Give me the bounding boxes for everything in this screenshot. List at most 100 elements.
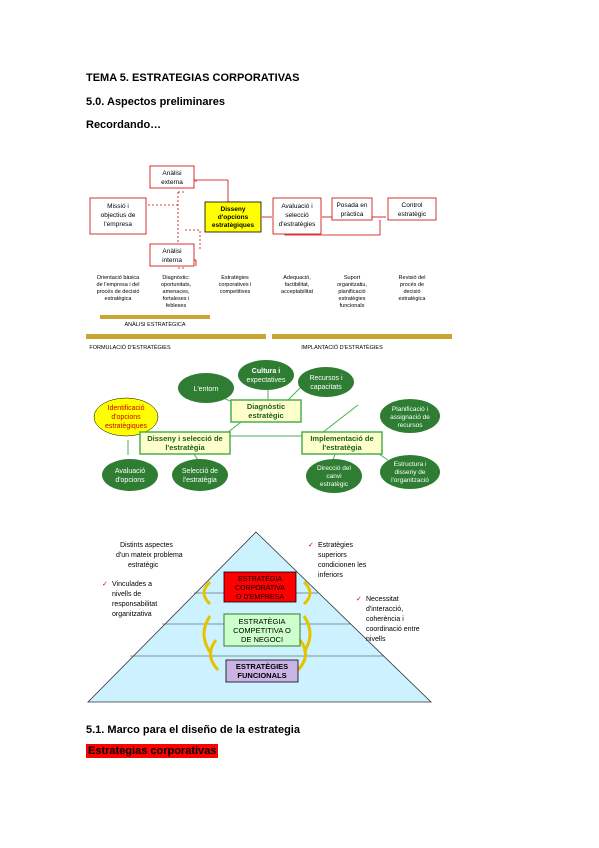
svg-text:inferiors: inferiors (318, 572, 343, 579)
section-heading-5-0: 5.0. Aspectos preliminares (86, 96, 225, 108)
svg-text:Estructura i: Estructura i (394, 461, 427, 468)
level-funcionals: ESTRATÈGIES FUNCIONALS (225, 659, 299, 683)
bar-analisi: ANÀLISI ESTRATÈGICA (100, 315, 210, 328)
note-vinculades: ✓ Vinculades a nivells de responsabilita… (102, 581, 157, 618)
box-avaluacio: Avaluació i selecció d'estratègies (272, 197, 322, 235)
svg-text:amenaces,: amenaces, (163, 289, 190, 295)
pos-line-1: Posada en (336, 202, 367, 209)
svg-text:assignació de: assignació de (390, 414, 430, 421)
svg-text:condicionen les: condicionen les (318, 562, 367, 569)
svg-text:L'entorn: L'entorn (193, 386, 218, 393)
svg-text:d'un mateix problema: d'un mateix problema (116, 552, 183, 559)
svg-text:procés de decisió: procés de decisió (97, 289, 140, 295)
check-icon: ✓ (356, 596, 362, 603)
oval-planificacio: Planificació i assignació de recursos (380, 399, 440, 433)
box-analisi-externa: Anàlisi externa (149, 165, 195, 189)
ext-line-2: externa (161, 179, 183, 186)
box-disseny-opcions: Disseny d'opcions estratègiques (204, 201, 262, 233)
svg-text:Diagnòstic:: Diagnòstic: (162, 275, 190, 281)
svg-text:estratègiques: estratègiques (105, 423, 148, 430)
svg-text:Suport: Suport (344, 275, 361, 281)
svg-text:Identificació: Identificació (108, 405, 145, 412)
strategy-pyramid-diagram: ESTRATÈGIA CORPORATIVA O D'EMPRESA ESTRA… (87, 531, 432, 703)
svg-text:Diagnòstic: Diagnòstic (247, 402, 285, 411)
svg-text:Estratègies: Estratègies (221, 275, 249, 281)
svg-text:estratègic: estratègic (248, 411, 283, 420)
svg-text:expectatives: expectatives (247, 377, 286, 384)
svg-text:factibilitat,: factibilitat, (285, 282, 310, 288)
svg-text:IMPLANTACIÓ D'ESTRATÈGIES: IMPLANTACIÓ D'ESTRATÈGIES (301, 344, 383, 351)
svg-text:organitzativa: organitzativa (112, 611, 152, 618)
oval-direccio: Direcció del canvi estratègic (306, 459, 362, 493)
svg-text:disseny de: disseny de (394, 469, 425, 476)
box-control: Control estratègic (387, 197, 437, 221)
svg-text:l'organització: l'organització (391, 477, 429, 484)
svg-text:l'estratègia: l'estratègia (165, 443, 205, 452)
svg-text:l'estratègia: l'estratègia (183, 477, 217, 484)
svg-text:Recursos i: Recursos i (309, 375, 343, 382)
oval-cultura: Cultura i expectatives (238, 360, 294, 390)
oval-avaluacio: Avaluació d'opcions (102, 459, 158, 491)
oval-recursos: Recursos i capacitats (298, 367, 354, 397)
svg-text:d'opcions: d'opcions (111, 414, 141, 421)
dis-line-3: estratègiques (212, 222, 255, 229)
svg-text:Necessitat: Necessitat (366, 596, 399, 603)
svg-text:estratègica: estratègica (105, 296, 133, 302)
pos-line-2: pràctica (341, 211, 364, 218)
bar-formulacio: FORMULACIÓ D'ESTRATÈGIES (86, 334, 266, 351)
svg-text:coherència i: coherència i (366, 616, 404, 623)
desc-adequacio: Adequació, factibilitat, acceptabilitat (281, 275, 314, 295)
box-posada: Posada en pràctica (331, 197, 373, 221)
desc-estrategies: Estratègies corporatives i competitives (219, 275, 252, 295)
svg-text:ESTRATÈGIES: ESTRATÈGIES (236, 662, 288, 671)
svg-text:Adequació,: Adequació, (283, 275, 311, 281)
level-competitiva: ESTRATÈGIA COMPETITIVA O DE NEGOCI (223, 613, 301, 647)
svg-text:O D'EMPRESA: O D'EMPRESA (236, 594, 284, 601)
svg-text:responsabilitat: responsabilitat (112, 601, 157, 608)
svg-text:decisió: decisió (403, 289, 420, 295)
desc-suport: Suport organitzatiu, planificació estrat… (337, 275, 367, 309)
int-line-1: Anàlisi (162, 248, 181, 255)
svg-text:l'estratègia: l'estratègia (322, 443, 362, 452)
svg-text:Vinculades a: Vinculades a (112, 581, 152, 588)
oval-seleccio: Selecció de l'estratègia (172, 459, 228, 491)
svg-text:CORPORATIVA: CORPORATIVA (235, 585, 285, 592)
svg-text:acceptabilitat: acceptabilitat (281, 289, 314, 295)
svg-text:Direcció del: Direcció del (317, 465, 352, 472)
box-implementacio: Implementació de l'estratègia (301, 431, 383, 455)
svg-text:d'interacció,: d'interacció, (366, 606, 403, 613)
note-superiors: ✓ Estratègies superiors condicionen les … (308, 542, 367, 579)
bar-implantacio: IMPLANTACIÓ D'ESTRATÈGIES (272, 334, 452, 351)
svg-text:fortaleses i: fortaleses i (163, 296, 190, 302)
desc-diagnostic: Diagnòstic: oportunitats, amenaces, fort… (161, 275, 192, 309)
mision-line-2: objectius de (101, 212, 136, 219)
check-icon: ✓ (102, 581, 108, 588)
check-icon: ✓ (308, 542, 314, 549)
svg-text:procés de: procés de (400, 282, 424, 288)
note-necessitat: ✓ Necessitat d'interacció, coherència i … (356, 596, 420, 643)
strategic-process-diagram: Missió i objectius de l'empresa Anàlisi … (86, 165, 452, 351)
box-analisi-interna: Anàlisi interna (149, 243, 195, 267)
note-distints: Distints aspectes d'un mateix problema e… (116, 542, 183, 569)
page-title: TEMA 5. ESTRATEGIAS CORPORATIVAS (86, 72, 300, 84)
svg-text:coordinació entre: coordinació entre (366, 626, 420, 633)
section-heading-5-1: 5.1. Marco para el diseño de la estrateg… (86, 724, 300, 736)
svg-text:Planificació i: Planificació i (392, 406, 428, 413)
mision-line-1: Missió i (107, 203, 129, 210)
svg-text:estratègica: estratègica (399, 296, 427, 302)
dis-line-1: Disseny (221, 206, 246, 213)
highlighted-heading: Estrategias corporativas (86, 744, 219, 758)
aval-line-1: Avaluació i (281, 203, 312, 210)
svg-text:estratègies: estratègies (339, 296, 366, 302)
svg-text:planificació: planificació (338, 289, 365, 295)
svg-text:Revisió del: Revisió del (399, 275, 426, 281)
svg-text:Avaluació: Avaluació (115, 468, 145, 475)
aval-line-3: d'estratègies (279, 221, 316, 228)
svg-text:Cultura i: Cultura i (252, 368, 280, 375)
svg-text:capacitats: capacitats (310, 384, 342, 391)
svg-text:d'opcions: d'opcions (115, 477, 145, 484)
svg-text:febleses: febleses (166, 303, 187, 309)
desc-revisio: Revisió del procés de decisió estratègic… (399, 275, 427, 302)
svg-text:oportunitats,: oportunitats, (161, 282, 192, 288)
svg-text:recursos: recursos (398, 422, 424, 429)
